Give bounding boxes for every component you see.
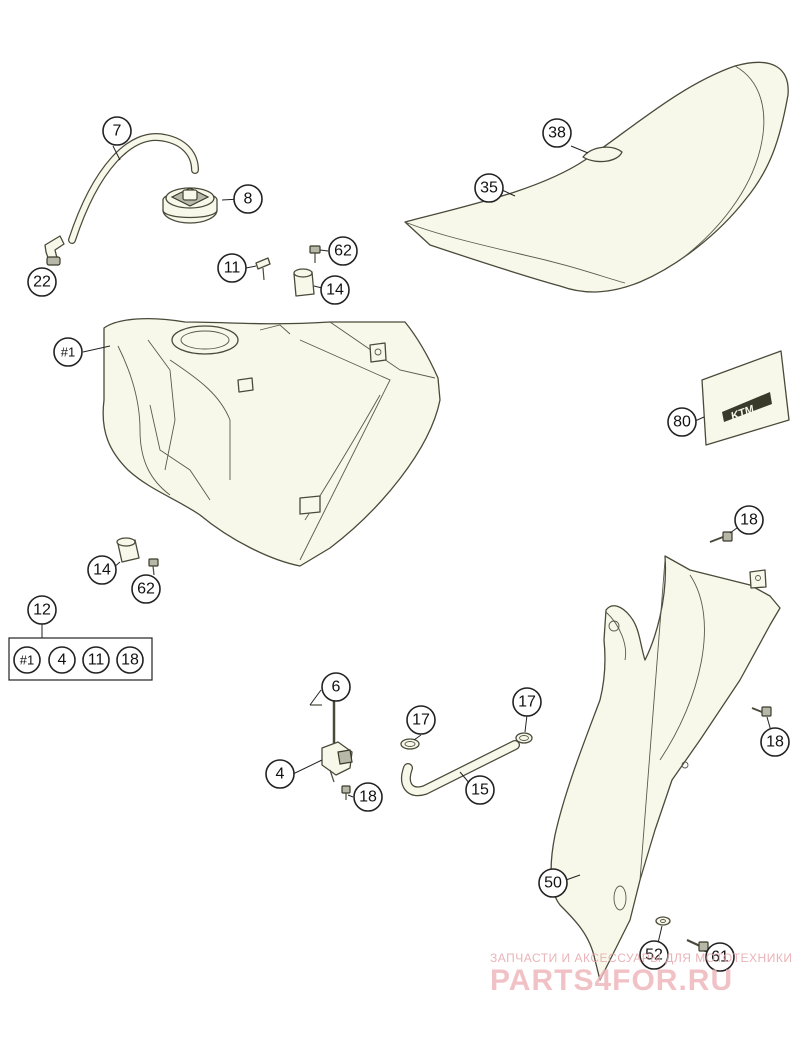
- callout-15-label: 15: [471, 782, 489, 799]
- callout-18-tap-label: 18: [359, 789, 377, 806]
- fuel-cap[interactable]: [162, 187, 218, 224]
- hose-clamp-17-right[interactable]: [515, 732, 533, 744]
- callout-15[interactable]: 15: [465, 775, 495, 805]
- kit-callout-1[interactable]: #1: [13, 646, 41, 674]
- callout-7-label: 7: [113, 123, 122, 140]
- fuel-hose-15[interactable]: [401, 740, 520, 797]
- kit-callout-11[interactable]: 11: [82, 646, 110, 674]
- callout-6-label: 6: [332, 679, 341, 696]
- kit-callout-18[interactable]: 18: [116, 646, 144, 674]
- screw-18-upper[interactable]: [709, 531, 733, 543]
- callout-18-right[interactable]: 18: [760, 727, 790, 757]
- callout-18-upper-label: 18: [740, 512, 758, 529]
- callout-14-lower[interactable]: 14: [87, 555, 117, 585]
- kit-callout-18-label: 18: [121, 652, 139, 669]
- callout-18-upper[interactable]: 18: [734, 505, 764, 535]
- ktm-decal[interactable]: KTM: [701, 350, 790, 446]
- callout-22-label: 22: [33, 274, 51, 291]
- callout-17-left-label: 17: [412, 712, 430, 729]
- callout-14-lower-label: 14: [93, 562, 111, 579]
- callout-7[interactable]: 7: [102, 116, 132, 146]
- callout-52[interactable]: 52: [639, 940, 669, 970]
- elbow-fitting[interactable]: [44, 235, 65, 266]
- callout-12[interactable]: 12: [27, 595, 57, 625]
- callout-38[interactable]: 38: [542, 118, 572, 148]
- callout-52-label: 52: [645, 947, 663, 964]
- callout-1[interactable]: #1: [53, 337, 83, 367]
- callout-62-top[interactable]: 62: [328, 236, 358, 266]
- hose-clamp-17-left[interactable]: [400, 738, 420, 750]
- callout-80[interactable]: 80: [667, 407, 697, 437]
- washer-52[interactable]: [655, 916, 671, 926]
- callout-8[interactable]: 8: [233, 184, 263, 214]
- callout-14-top-label: 14: [326, 282, 344, 299]
- callout-50[interactable]: 50: [538, 868, 568, 898]
- callout-4-label: 4: [276, 766, 285, 783]
- callout-8-label: 8: [244, 191, 253, 208]
- screw-11[interactable]: [255, 257, 271, 281]
- callout-17-right-label: 17: [518, 694, 536, 711]
- screw-18-right[interactable]: [751, 706, 772, 717]
- seat[interactable]: [404, 61, 789, 293]
- callout-17-right[interactable]: 17: [512, 687, 542, 717]
- side-cover[interactable]: [550, 555, 781, 981]
- callout-11-label: 11: [224, 260, 241, 277]
- callout-50-label: 50: [544, 875, 562, 892]
- screw-62-top[interactable]: [309, 245, 321, 263]
- screw-61[interactable]: [686, 939, 709, 952]
- watermark-tagline: ЗАПЧАСТИ И АКСЕССУАРЫ ДЛЯ МОТОТЕХНИКИ: [490, 951, 792, 965]
- callout-62-lower-label: 62: [137, 581, 155, 598]
- callout-35-label: 35: [480, 180, 498, 197]
- callout-62-top-label: 62: [334, 243, 352, 260]
- callout-4[interactable]: 4: [265, 759, 295, 789]
- vent-hose[interactable]: [68, 133, 199, 244]
- callout-22[interactable]: 22: [27, 267, 57, 297]
- callout-12-label: 12: [33, 602, 51, 619]
- callout-11[interactable]: 11: [217, 253, 247, 283]
- callout-14-top[interactable]: 14: [320, 275, 350, 305]
- watermark-site: PARTS4FOR.RU: [490, 964, 733, 997]
- watermark: ЗАПЧАСТИ И АКСЕССУАРЫ ДЛЯ МОТОТЕХНИКИ PA…: [490, 951, 792, 997]
- fuel-tap-4[interactable]: [310, 700, 353, 783]
- callout-35[interactable]: 35: [474, 173, 504, 203]
- callout-61-label: 61: [711, 949, 729, 966]
- callout-61[interactable]: 61: [705, 942, 735, 972]
- fuel-tank[interactable]: [102, 317, 441, 567]
- callout-17-left[interactable]: 17: [406, 705, 436, 735]
- bushing-14-lower[interactable]: [116, 537, 140, 563]
- callout-18-right-label: 18: [766, 734, 784, 751]
- screw-62-lower[interactable]: [148, 558, 159, 576]
- kit-callout-4[interactable]: 4: [48, 646, 76, 674]
- callout-1-label: #1: [61, 345, 75, 360]
- screw-18-tap[interactable]: [341, 785, 351, 800]
- bushing-14-top[interactable]: [293, 268, 315, 297]
- callout-80-label: 80: [673, 414, 691, 431]
- callout-62-lower[interactable]: 62: [131, 574, 161, 604]
- callout-18-tap[interactable]: 18: [353, 782, 383, 812]
- callout-6[interactable]: 6: [321, 672, 351, 702]
- callout-38-label: 38: [548, 125, 566, 142]
- kit-callout-11-label: 11: [88, 652, 105, 669]
- kit-callout-1-label: #1: [20, 653, 34, 668]
- kit-callout-4-label: 4: [58, 652, 67, 669]
